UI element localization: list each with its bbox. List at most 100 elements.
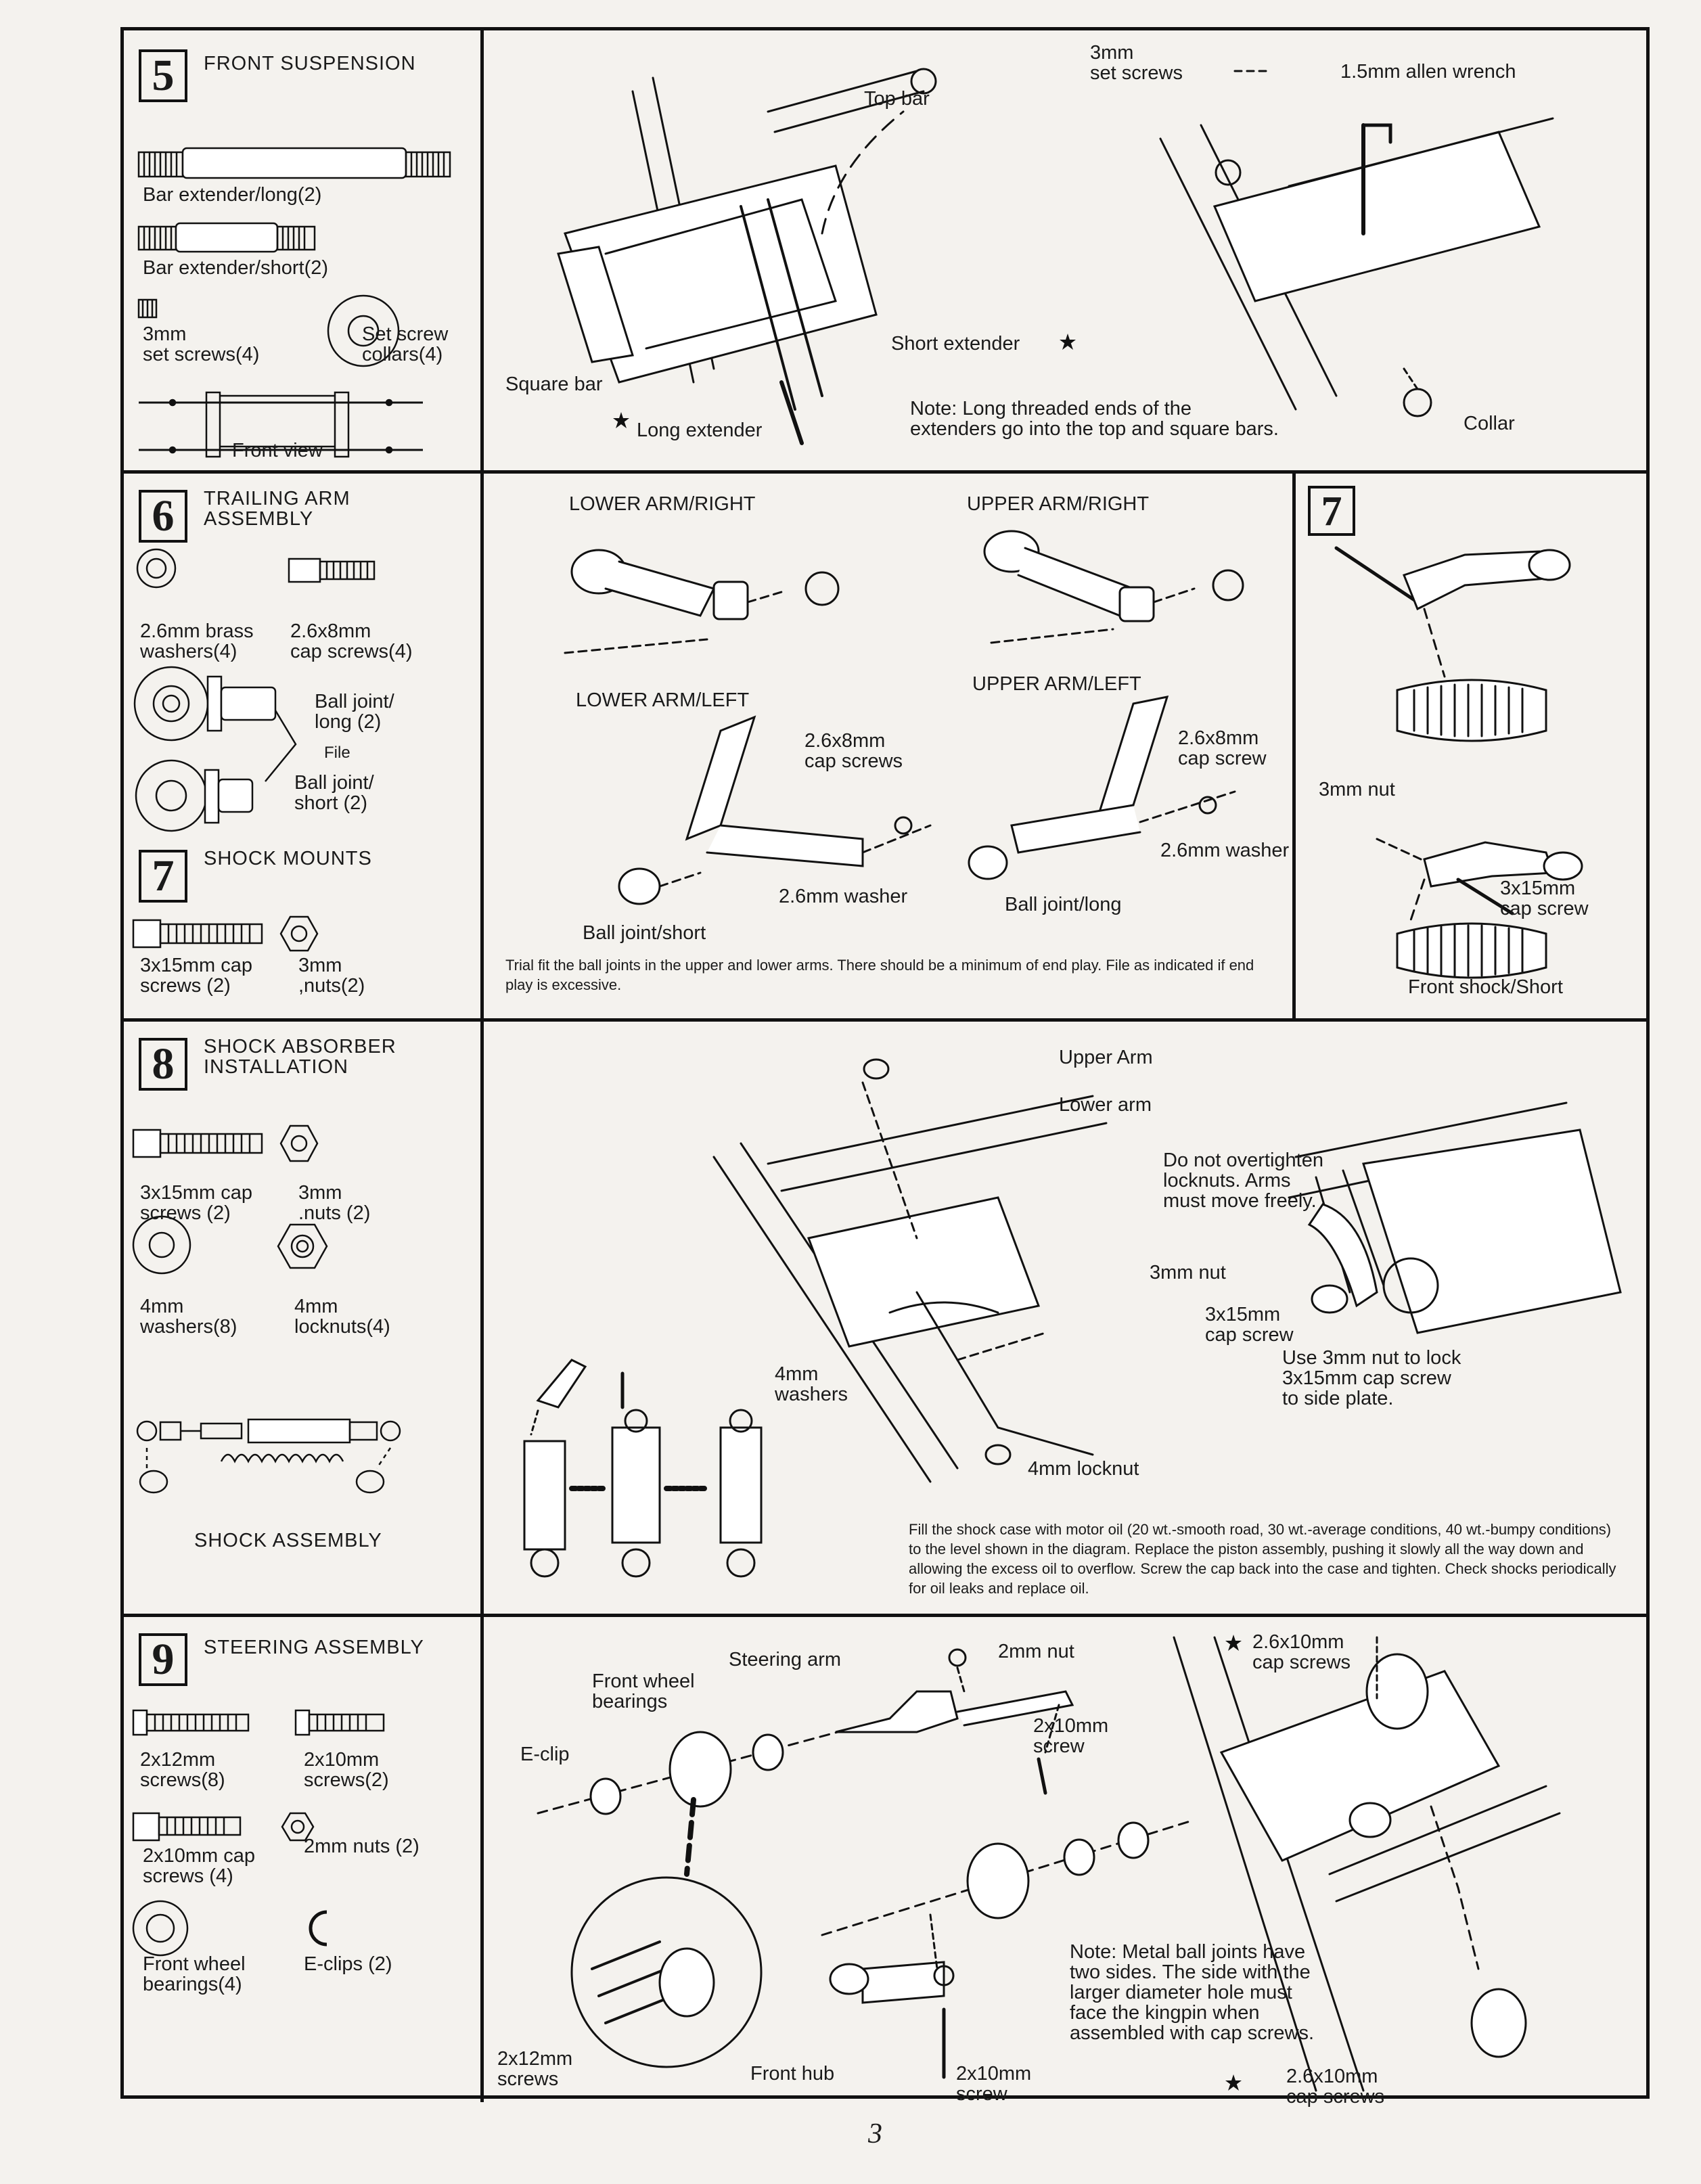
label-long-extender: Long extender: [637, 419, 763, 441]
part-brass-washers: 2.6mm brass washers(4): [140, 620, 254, 662]
part-nuts: 2mm nuts (2): [304, 1836, 419, 1857]
step-7-divider: [1292, 474, 1296, 1018]
step-title: STEERING ASSEMBLY: [204, 1637, 424, 1658]
part-screws-10: 2x10mm screws(2): [304, 1749, 389, 1791]
shock-mount-diagram: [1296, 474, 1648, 1015]
part-bar-extender-short: Bar extender/short(2): [143, 257, 329, 279]
step-9-diagram-panel: Steering arm Front wheel bearings E-clip…: [484, 1617, 1648, 2107]
label-upper-arm-left: UPPER ARM/LEFT: [972, 673, 1141, 695]
part-nuts: 3mm .nuts (2): [298, 1182, 371, 1224]
label-locknut: 4mm locknut: [1028, 1458, 1139, 1480]
label-screw: 2x10mm screw: [956, 2063, 1032, 2105]
step-8-parts-drawings: [133, 1130, 458, 1509]
instruction-sheet: 5 FRONT SUSPENSION: [120, 27, 1650, 2107]
step-5-row: 5 FRONT SUSPENSION: [124, 30, 1646, 474]
step-9-parts-panel: 9 STEERING ASSEMBLY: [124, 1617, 484, 2102]
part-bearings: Front wheel bearings(4): [143, 1953, 246, 1995]
label-lower-arm-right: LOWER ARM/RIGHT: [569, 493, 756, 515]
label-washers: 4mm washers: [775, 1363, 848, 1405]
part-cap-screws: 2x10mm cap screws (4): [143, 1845, 256, 1887]
step-8-note: Fill the shock case with motor oil (20 w…: [909, 1521, 1616, 1597]
label-cap-screw: 2.6x8mm cap screw: [1178, 727, 1267, 769]
step-6-7-row: 6 TRAILING ARM ASSEMBLY: [124, 474, 1646, 1022]
part-screws-12: 2x12mm screws(8): [140, 1749, 225, 1791]
step-title: FRONT SUSPENSION: [204, 53, 416, 74]
step-9-row: 9 STEERING ASSEMBLY: [124, 1617, 1648, 2107]
label-cap-screws-bottom: 2.6x10mm cap screws: [1286, 2066, 1385, 2108]
label-screws-12: 2x12mm screws: [497, 2048, 573, 2090]
label-upper-arm: Upper Arm: [1059, 1047, 1153, 1068]
label-front-shock: Front shock/Short: [1408, 976, 1563, 998]
step-8-parts-panel: 8 SHOCK ABSORBER INSTALLATION: [124, 1022, 484, 1614]
step-5-diagram-panel: Top bar Square bar Long extender Short e…: [484, 30, 1646, 470]
part-nuts: 3mm ,nuts(2): [298, 955, 365, 997]
label-washer: 2.6mm washer: [1160, 840, 1290, 861]
label-allen-wrench: 1.5mm allen wrench: [1340, 61, 1516, 83]
part-ball-joint-short: Ball joint/ short (2): [294, 772, 374, 814]
part-cap-screws: 2.6x8mm cap screws(4): [290, 620, 413, 662]
step-number: 5: [139, 49, 187, 102]
label-short-extender: Short extender: [891, 333, 1020, 355]
step-title: SHOCK MOUNTS: [204, 848, 372, 869]
label-front-hub: Front hub: [750, 2063, 835, 2085]
label-collar: Collar: [1464, 413, 1515, 434]
part-front-view: Front view: [232, 440, 323, 461]
label-nut: 2mm nut: [998, 1641, 1074, 1662]
step-number: 7: [1308, 486, 1355, 536]
label-cap-screws-top: 2.6x10mm cap screws: [1252, 1631, 1351, 1673]
label-washer: 2.6mm washer: [779, 886, 908, 907]
label-overtighten: Do not overtighten locknuts. Arms must m…: [1163, 1150, 1323, 1212]
label-nut: 3mm nut: [1150, 1262, 1226, 1283]
label-top-bar: Top bar: [864, 88, 930, 110]
part-file: File: [324, 744, 350, 762]
step-5-note: Note: Long threaded ends of the extender…: [910, 398, 1279, 440]
label-steering-arm: Steering arm: [729, 1649, 842, 1670]
label-front-wheel-bearings: Front wheel bearings: [592, 1670, 695, 1712]
label-lower-arm-left: LOWER ARM/LEFT: [576, 689, 750, 711]
label-eclip: E-clip: [520, 1744, 570, 1765]
part-locknuts: 4mm locknuts(4): [294, 1296, 390, 1338]
part-ball-joint-long: Ball joint/ long (2): [315, 691, 394, 733]
label-upper-arm-right: UPPER ARM/RIGHT: [967, 493, 1150, 515]
step-title: TRAILING ARM ASSEMBLY: [204, 488, 350, 530]
step-8-row: 8 SHOCK ABSORBER INSTALLATION: [124, 1022, 1646, 1617]
label-lower-arm: Lower arm: [1059, 1094, 1152, 1116]
step-title: SHOCK ABSORBER INSTALLATION: [204, 1036, 396, 1078]
part-shock-assembly: SHOCK ASSEMBLY: [194, 1530, 382, 1551]
label-cap-screw: 3x15mm cap screw: [1205, 1304, 1294, 1346]
step-6-7-parts-panel: 6 TRAILING ARM ASSEMBLY: [124, 474, 484, 1018]
label-ball-joint-short: Ball joint/short: [583, 922, 706, 944]
step-5-parts-drawings: [139, 125, 463, 463]
steering-assembly-diagram: [484, 1635, 1648, 2097]
label-set-screws: 3mm set screws: [1090, 42, 1183, 84]
step-6-diagram-panel: LOWER ARM/RIGHT UPPER ARM/RIGHT LOWER AR…: [484, 474, 1292, 1018]
label-use-nut: Use 3mm nut to lock 3x15mm cap screw to …: [1282, 1347, 1461, 1409]
step-number: 9: [139, 1633, 187, 1686]
shock-installation-diagram: [484, 1022, 1648, 1603]
step-9-parts-drawings: [133, 1705, 458, 1949]
label-screw: 2x10mm screw: [1033, 1715, 1109, 1757]
label-cap-screw: 3x15mm cap screw: [1500, 878, 1589, 919]
trailing-arm-diagram: [484, 474, 1282, 934]
part-eclips: E-clips (2): [304, 1953, 392, 1975]
step-7-diagram-panel: 7 3mm nut: [1296, 474, 1646, 1018]
label-square-bar: Square bar: [505, 373, 603, 395]
step-number: 8: [139, 1038, 187, 1091]
part-bar-extender-long: Bar extender/long(2): [143, 184, 322, 206]
step-6-note: Trial fit the ball joints in the upper a…: [505, 957, 1254, 993]
label-nut: 3mm nut: [1319, 779, 1395, 800]
part-set-screw-collars: Set screw collars(4): [362, 323, 449, 365]
label-ball-joint-long: Ball joint/long: [1005, 894, 1122, 915]
label-cap-screws: 2.6x8mm cap screws: [804, 730, 903, 772]
part-set-screws: 3mm set screws(4): [143, 323, 260, 365]
step-8-diagram-panel: Upper Arm Lower arm 3mm nut 3x15mm cap s…: [484, 1022, 1646, 1614]
step-9-note: Note: Metal ball joints have two sides. …: [1070, 1941, 1315, 2044]
step-number: 6: [139, 490, 187, 543]
front-suspension-diagram: [484, 30, 1648, 467]
step-5-parts-panel: 5 FRONT SUSPENSION: [124, 30, 484, 470]
part-cap-screws: 3x15mm cap screws (2): [140, 1182, 253, 1224]
part-cap-screws: 3x15mm cap screws (2): [140, 955, 253, 997]
step-6-7-parts-drawings: [133, 548, 458, 995]
page-number: 3: [868, 2118, 882, 2149]
step-number: 7: [139, 850, 187, 903]
